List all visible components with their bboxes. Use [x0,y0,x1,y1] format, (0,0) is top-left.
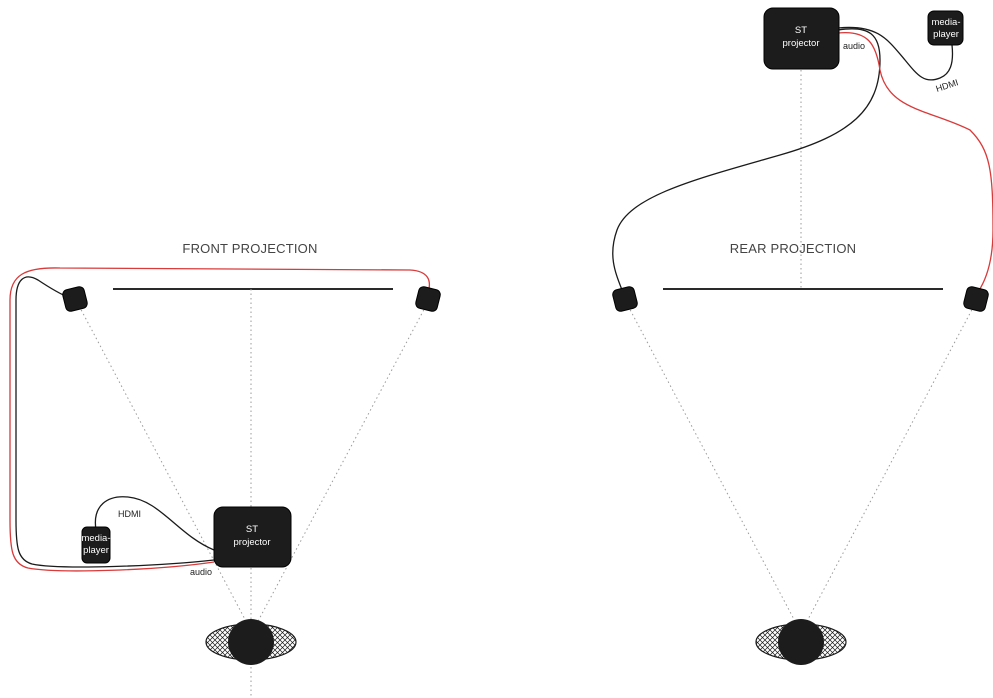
projector-box [213,506,292,568]
speaker-icon [963,286,989,312]
front-speaker-right [415,286,441,312]
rear-projection-title: REAR PROJECTION [730,241,857,256]
rear-black-audio-cable [612,28,881,291]
rear-red-audio-cable [837,31,993,293]
viewer-head-icon [778,619,824,665]
rear-projector-label-line1: ST [795,25,807,36]
rear-hdmi-label: HDMI [935,77,960,94]
front-media-player-label-line1: media- [81,533,110,544]
rear-speaker-left [612,286,638,312]
front-projector-label-line2: projector [234,537,271,548]
rear-audio-label: audio [843,41,865,51]
rear-viewer [755,619,847,665]
rear-speaker-right [963,286,989,312]
front-projector-label-line1: ST [246,524,258,535]
media-player-box [927,10,964,46]
front-media-player-label-line2: player [83,545,109,556]
speaker-icon [612,286,638,312]
rear-media-player-label-line1: media- [931,17,960,28]
front-media-player: media- player [81,526,111,564]
rear-hdmi-cable [837,26,954,81]
media-player-box [81,526,111,564]
front-projection-panel: FRONT PROJECTION HDMI audio media- playe… [9,241,441,698]
rear-projection-panel: REAR PROJECTION audio HDMI media- player [612,7,993,665]
rear-media-player: media- player [927,10,964,46]
rear-projector: ST projector [763,7,840,70]
front-projection-title: FRONT PROJECTION [182,241,317,256]
front-hdmi-cable [94,496,215,551]
front-viewer [205,619,297,665]
front-black-audio-cable [15,276,215,568]
front-red-audio-cable [9,267,431,572]
rear-projector-label-line2: projector [783,38,820,49]
front-projector: ST projector [213,506,292,568]
projector-box [763,7,840,70]
front-sight-line-right [255,301,429,626]
speaker-icon [62,286,88,312]
rear-sight-line-right [804,301,977,626]
rear-media-player-label-line2: player [933,29,959,40]
rear-sight-line-left [625,301,798,626]
front-hdmi-label: HDMI [118,509,141,519]
front-audio-label: audio [190,567,212,577]
speaker-icon [415,286,441,312]
front-speaker-left [62,286,88,312]
viewer-head-icon [228,619,274,665]
front-sight-line-left [76,301,249,626]
